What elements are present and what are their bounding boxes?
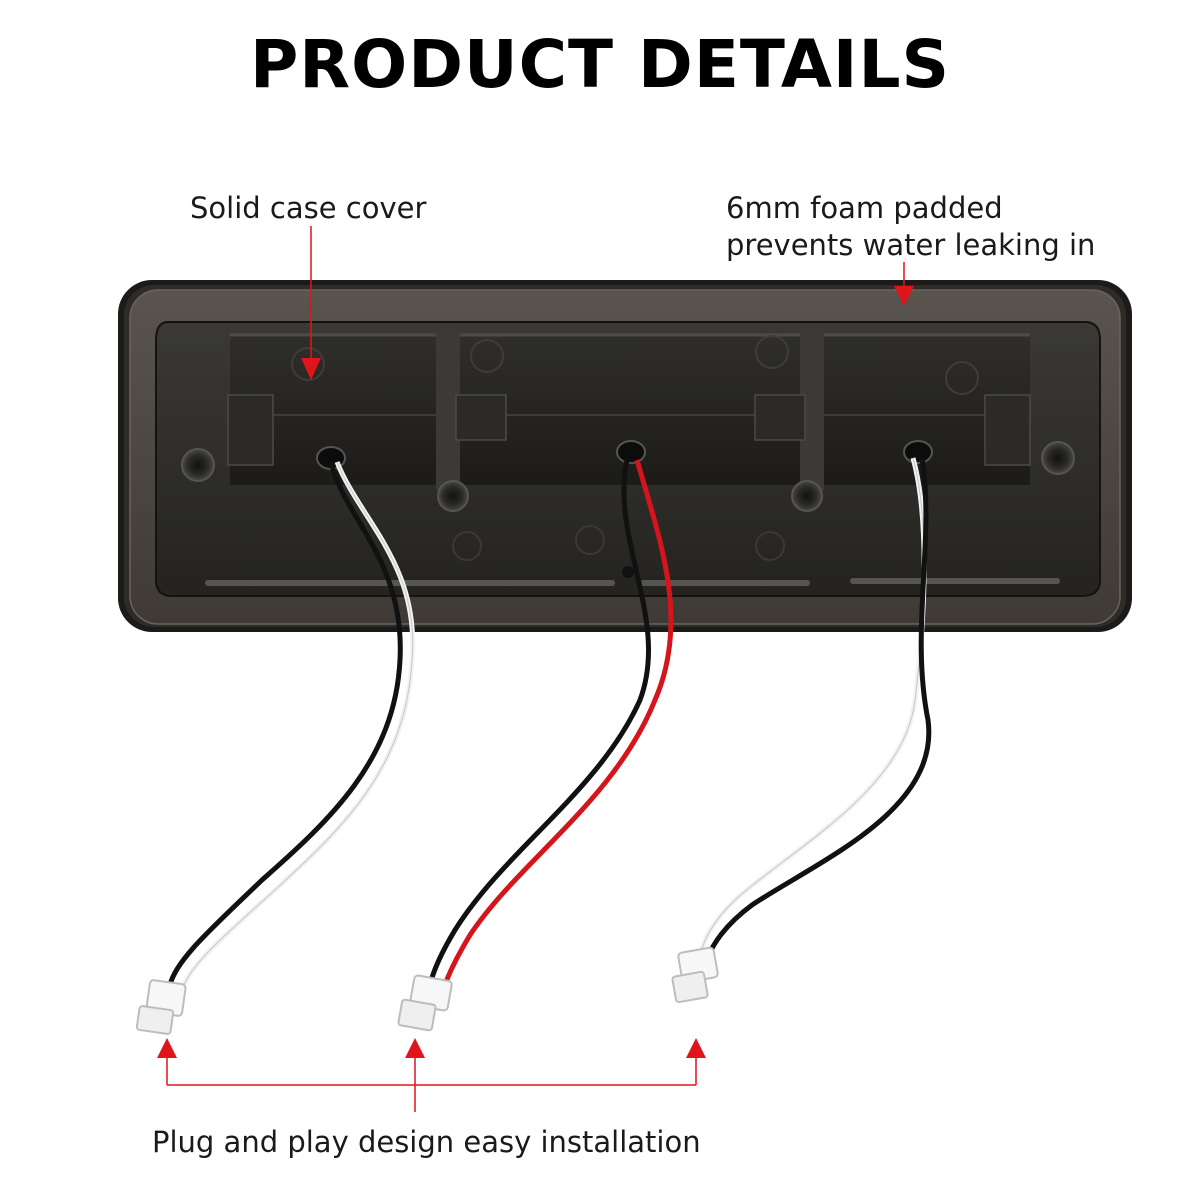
connector-middle bbox=[397, 974, 453, 1032]
foam-label-line-2: prevents water leaking in bbox=[726, 228, 1096, 262]
mounting-bosses bbox=[181, 441, 1075, 578]
plug-arrows bbox=[157, 1038, 706, 1112]
case-cover-label: Solid case cover bbox=[190, 191, 427, 225]
wire-pair-right bbox=[697, 457, 932, 959]
connector-left bbox=[135, 979, 187, 1035]
page-title: PRODUCT DETAILS bbox=[249, 26, 951, 103]
tray-slots bbox=[205, 578, 1060, 586]
connector-right bbox=[671, 946, 719, 1004]
wire-pair-left bbox=[167, 461, 416, 989]
case-cover-arrow bbox=[301, 226, 321, 380]
foam-label-line-1: 6mm foam padded bbox=[726, 191, 1003, 225]
wire-pair-middle bbox=[427, 459, 674, 989]
foam-padding-label: 6mm foam padded prevents water leaking i… bbox=[726, 190, 1095, 264]
plug-and-play-label: Plug and play design easy installation bbox=[152, 1125, 701, 1159]
foam-arrow bbox=[894, 262, 914, 306]
solid-case-cover bbox=[227, 330, 1031, 490]
